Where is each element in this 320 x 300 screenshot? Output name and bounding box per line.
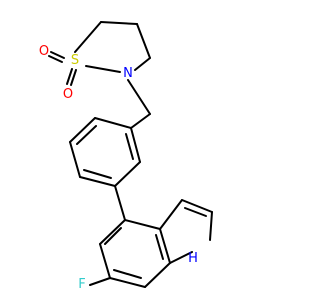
bond-pyrrole-2 bbox=[181, 199, 213, 213]
bond-benzene-2 bbox=[69, 117, 96, 143]
atom-nh-indole: H bbox=[188, 251, 198, 266]
bond-pyrrole-inner bbox=[184, 207, 207, 217]
bond-indole6-2 bbox=[99, 243, 111, 279]
bond-benzene-6 bbox=[130, 127, 141, 163]
bond-s-o2-b bbox=[70, 69, 77, 86]
bond-indole6-inner-1 bbox=[104, 227, 122, 245]
bond-indole6-inner-3 bbox=[155, 234, 164, 260]
bond-s-o1-a bbox=[50, 51, 65, 59]
bond-indole6-4 bbox=[144, 262, 171, 288]
bond-linker-phenyl bbox=[130, 113, 151, 129]
bond-pyrrole-3 bbox=[209, 211, 213, 241]
bond-indole6-3 bbox=[109, 277, 146, 288]
bond-phenyl-indole bbox=[114, 185, 126, 221]
bond-indole6-6 bbox=[124, 219, 161, 230]
bond-s-o1-b bbox=[48, 55, 63, 63]
bonds bbox=[48, 21, 213, 288]
atom-labels: S O O N H F bbox=[39, 44, 198, 292]
bond-indole6-1 bbox=[99, 219, 126, 245]
bond-n-s bbox=[85, 65, 121, 73]
atom-o-1: O bbox=[39, 44, 49, 59]
molecule-structure: S O O N H F bbox=[39, 21, 213, 292]
bond-pyrrole-1 bbox=[159, 199, 183, 230]
atom-s: S bbox=[71, 53, 79, 68]
bond-c-f bbox=[89, 277, 111, 286]
bond-benzene-4 bbox=[79, 176, 116, 187]
atom-f: F bbox=[78, 277, 85, 292]
bond-ch2-ch2-right bbox=[136, 23, 151, 59]
bond-benzene-5 bbox=[114, 161, 141, 187]
bond-indole6-inner-2 bbox=[113, 269, 142, 279]
bond-pyrrole-4 bbox=[169, 251, 193, 264]
bond-ch2-n bbox=[134, 57, 151, 71]
bond-benzene-3 bbox=[69, 141, 81, 178]
atom-o-2: O bbox=[63, 87, 73, 102]
bond-benzene-inner-2 bbox=[83, 169, 112, 179]
bond-benzene-1 bbox=[94, 117, 132, 129]
bond-s-o2-a bbox=[66, 68, 73, 85]
bond-n-ch2-linker bbox=[127, 79, 151, 115]
bond-benzene-inner-1 bbox=[76, 125, 97, 145]
bond-s-ch2 bbox=[74, 21, 102, 53]
bond-ch2-ch2-top bbox=[100, 21, 138, 25]
atom-n-ring: N bbox=[123, 66, 133, 81]
bond-benzene-inner-3 bbox=[125, 133, 134, 160]
bond-indole6-5 bbox=[159, 228, 171, 264]
